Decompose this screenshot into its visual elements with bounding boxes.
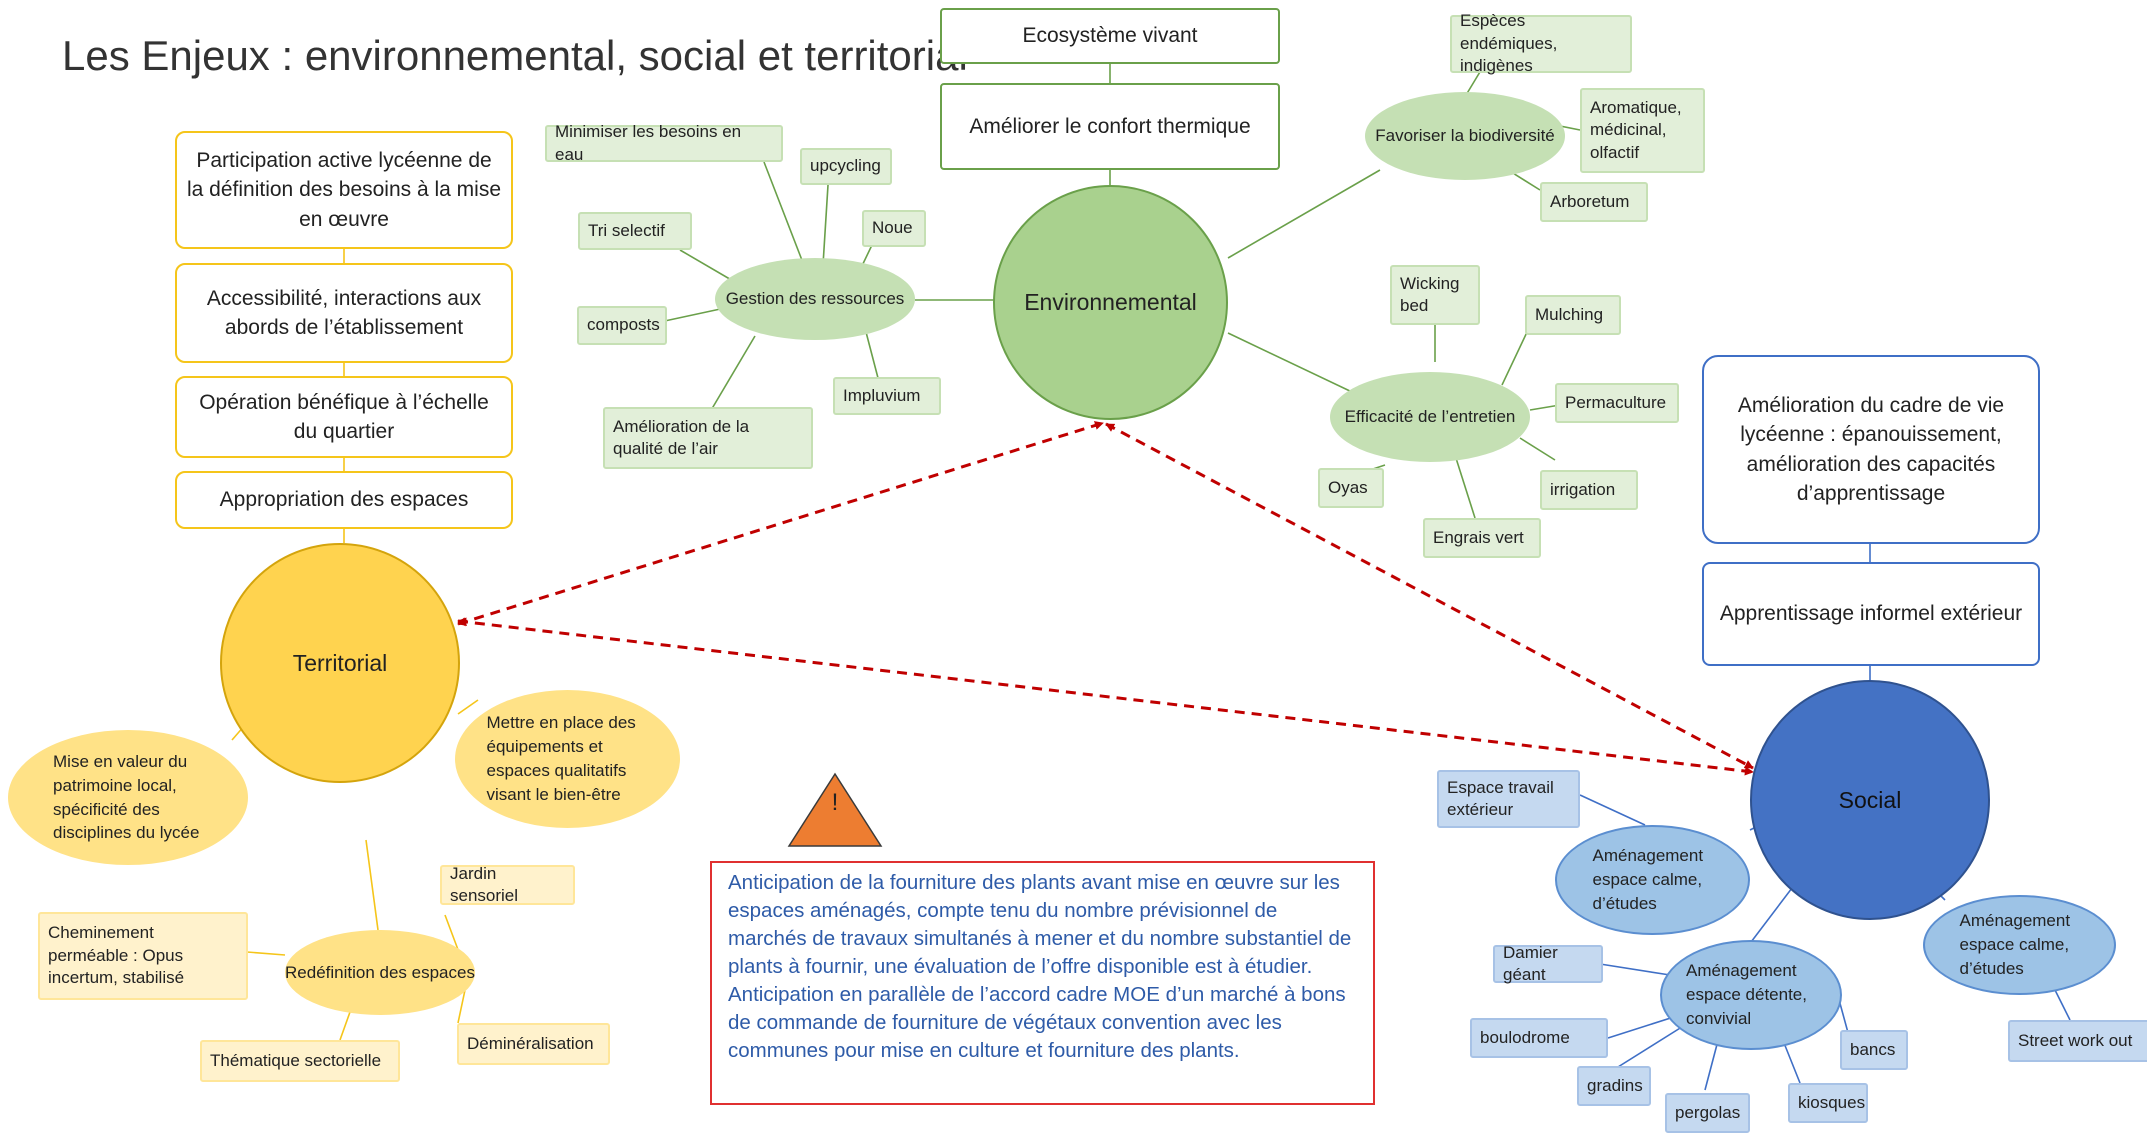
patrimoine-label: Mise en valeur du patrimoine local, spéc… [53,751,200,843]
tag-qualite-air: Amélioration de la qualité de l’air [603,407,813,469]
warning-note: Anticipation de la fourniture des plants… [710,861,1375,1105]
ter-box-accessibilite: Accessibilité, interactions aux abords d… [175,263,513,363]
tag-irrigation: irrigation [1540,470,1638,510]
tag-cheminement: Cheminement perméable : Opus incertum, s… [38,912,248,1000]
tag-street-work-out: Street work out [2008,1020,2147,1062]
detente-label: Aménagement espace détente, convivial [1686,961,1807,1028]
tag-upcycling: upcycling [800,148,892,185]
equipements-label: Mettre en place des équipements et espac… [486,713,636,804]
tag-aromatique: Aromatique, médicinal, olfactif [1580,88,1705,173]
warning-paragraph-1: Anticipation de la fourniture des plants… [728,871,1352,979]
warning-paragraph-2: Anticipation en parallèle de l’accord ca… [728,983,1346,1063]
tag-demineralisation: Déminéralisation [457,1023,610,1065]
tag-espace-travail: Espace travail extérieur [1437,770,1580,828]
tag-kiosques: kiosques [1788,1083,1868,1123]
tag-wicking-bed: Wicking bed [1390,265,1480,325]
warning-triangle-icon: ! [787,772,883,847]
tag-gradins: gradins [1577,1066,1651,1106]
ter-box-appropriation: Appropriation des espaces [175,471,513,529]
social-circle: Social [1750,680,1990,920]
env-box-ecosysteme: Ecosystème vivant [940,8,1280,64]
tag-engrais-vert: Engrais vert [1423,518,1541,558]
env-box-confort: Améliorer le confort thermique [940,83,1280,170]
gestion-ressources-node: Gestion des ressources [715,258,915,340]
biodiversite-node: Favoriser la biodiversité [1365,92,1565,180]
ter-box-participation: Participation active lycéenne de la défi… [175,131,513,249]
tag-permaculture: Permaculture [1555,383,1679,423]
tag-noue: Noue [862,210,926,247]
warning-symbol: ! [832,789,839,816]
soc-box-apprentissage: Apprentissage informel extérieur [1702,562,2040,666]
tag-especes-endemiques: Espèces endémiques, indigènes [1450,11,1632,75]
entretien-node: Efficacité de l’entretien [1330,372,1530,462]
tag-arboretum: Arboretum [1540,182,1648,222]
tag-tri-selectif: Tri selectif [578,212,692,250]
calme-right-label: Aménagement espace calme, d’études [1959,911,2071,978]
tag-composts: composts [577,306,667,345]
ter-box-operation: Opération bénéfique à l’échelle du quart… [175,376,513,458]
tag-minimiser-eau: Minimiser les besoins en eau [545,122,783,164]
tag-impluvium: Impluvium [833,377,941,415]
tag-pergolas: pergolas [1665,1093,1750,1133]
tag-mulching: Mulching [1525,295,1621,335]
tag-damier-geant: Damier géant [1493,943,1603,984]
calme-left-node: Aménagement espace calme, d’études [1555,825,1750,935]
calme-left-label: Aménagement espace calme, d’études [1592,846,1704,913]
territorial-circle: Territorial [220,543,460,783]
soc-box-cadre-vie: Amélioration du cadre de vie lycéenne : … [1702,355,2040,544]
environnemental-circle: Environnemental [993,185,1228,420]
equipements-node: Mettre en place des équipements et espac… [455,690,680,828]
patrimoine-node: Mise en valeur du patrimoine local, spéc… [8,730,248,865]
tag-bancs: bancs [1840,1030,1908,1070]
tag-boulodrome: boulodrome [1470,1018,1608,1058]
calme-right-node: Aménagement espace calme, d’études [1923,895,2116,995]
tag-jardin-sensoriel: Jardin sensoriel [440,864,575,905]
tag-thematique: Thématique sectorielle [200,1040,400,1082]
redefinition-node: Redéfinition des espaces [285,930,475,1015]
page-title: Les Enjeux : environnemental, social et … [62,32,968,79]
detente-node: Aménagement espace détente, convivial [1660,940,1842,1050]
relation-arrows [457,421,1754,776]
tag-oyas: Oyas [1318,468,1384,508]
